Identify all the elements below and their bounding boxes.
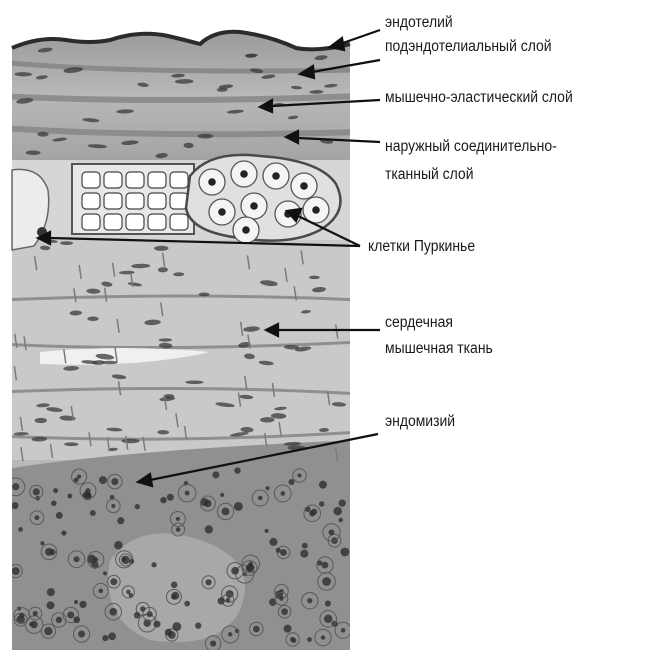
label-subendothelial-layer: подэндотелиальный слой xyxy=(385,36,552,58)
label-endothelium: эндотелий xyxy=(385,12,453,34)
label-muscular-elastic-layer: мышечно-эластический слой xyxy=(385,87,573,109)
label-cardiac-muscle-line2: мышечная ткань xyxy=(385,338,493,360)
label-purkinje-cells: клетки Пуркинье xyxy=(368,236,475,258)
label-outer-connective-layer-line2: тканный слой xyxy=(385,164,473,186)
label-endomysium: эндомизий xyxy=(385,411,455,433)
label-cardiac-muscle-line1: сердечная xyxy=(385,312,453,334)
purkinje-cells-left xyxy=(72,164,194,234)
purkinje-cells-right xyxy=(186,155,340,243)
label-outer-connective-layer-line1: наружный соединительно- xyxy=(385,136,557,158)
tissue-section xyxy=(0,0,360,650)
